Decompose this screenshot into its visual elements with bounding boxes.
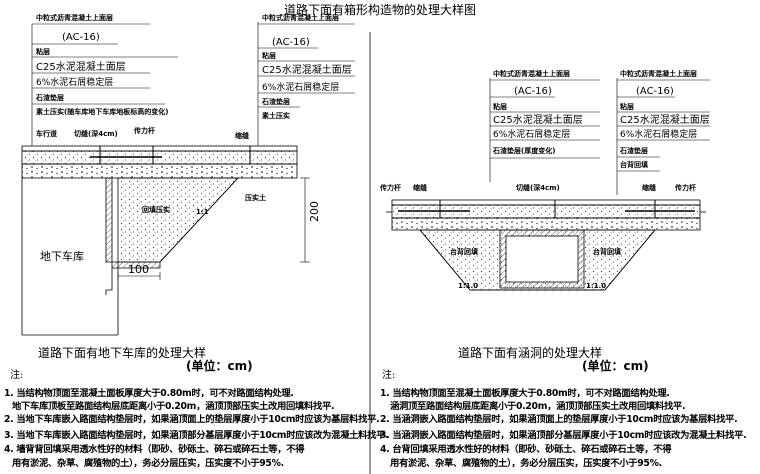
left-label-compact: 压实土 <box>245 193 266 202</box>
left-layer-2: (AC-16) <box>62 32 100 43</box>
right-label-cut: 切缝(深4cm) <box>516 183 560 192</box>
right-note-3: 2. 当涵洞嵌入路面结构垫层时，如果涵顶面上的垫层厚度小于10cm时应该为基层料… <box>380 414 738 425</box>
right-note-4: 3. 当涵洞嵌入路面结构垫层时，如果涵顶部分基层厚度小于10cm时应该改为混凝土… <box>380 430 747 441</box>
right-layer-2: (AC-16) <box>514 86 552 97</box>
right-label-dowel-left: 传力杆 <box>379 183 401 192</box>
left-r-layer-4: C25水泥混凝土面层 <box>262 63 352 76</box>
right-r-layer-3: 粘层 <box>620 102 634 111</box>
left-layer-5: 6%水泥石屑稳定层 <box>36 76 113 88</box>
right-r-layer-7: 台背回填 <box>620 160 648 169</box>
left-label-dowel: 传力杆 <box>133 126 155 135</box>
right-label-ratio-left: 1:1.0 <box>458 282 478 290</box>
left-r-layer-5: 6%水泥石屑稳定层 <box>262 81 339 93</box>
left-layer-6: 石渣垫层 <box>35 93 64 102</box>
left-label-joint: 缩缝 <box>235 131 249 140</box>
right-label-backfill-right: 台背回填 <box>593 247 621 256</box>
right-layer-1: 中粒式沥青混凝土上面层 <box>493 69 570 78</box>
drawing-title: 道路下面有箱形构造物的处理大样图 <box>283 3 476 17</box>
right-culvert-opening <box>505 235 579 283</box>
right-label-dowel-right: 传力杆 <box>674 183 696 192</box>
left-layer-1: 中粒式沥青混凝土上面层 <box>36 13 113 22</box>
left-detail: 中粒式沥青混凝土上面层 (AC-16) 粘层 C25水泥混凝土面层 6%水泥石屑… <box>21 13 355 336</box>
left-r-layer-7: 素土压实 <box>262 111 290 120</box>
left-note-4: 3. 当地下车库嵌入路面结构垫层时，如果涵顶部分基层厚度小于10cm时应该改为混… <box>4 430 389 441</box>
left-r-layer-1: 中粒式沥青混凝土上面层 <box>262 13 339 22</box>
left-caption: 道路下面有地下车库的处理大样 <box>38 346 207 360</box>
left-note-3: 2. 当地下车库嵌入路面结构垫层时，如果涵顶面上的垫层厚度小于10cm时应该为基… <box>4 414 380 425</box>
right-caption: 道路下面有涵洞的处理大样 <box>458 346 603 360</box>
left-base-layer <box>21 163 298 179</box>
left-label-cars: 车行道 <box>36 129 57 138</box>
right-r-layer-2: (AC-16) <box>636 86 674 97</box>
left-asphalt-layer <box>21 145 298 152</box>
right-layer-5: 6%水泥石屑稳定层 <box>493 128 570 140</box>
right-r-layer-5: 6%水泥石屑稳定层 <box>620 128 697 140</box>
left-layer-3: 粘层 <box>36 47 50 56</box>
left-notes-label: 注: <box>10 370 24 381</box>
left-note-1: 1. 当结构物顶面至混凝土面板厚度大于0.80m时，可不对路面结构处理. <box>4 388 294 399</box>
right-layer-4: C25水泥混凝土面层 <box>493 113 583 126</box>
right-detail: 中粒式沥青混凝土上面层 (AC-16) 粘层 C25水泥混凝土面层 6%水泥石屑… <box>379 69 710 291</box>
right-label-joint-right: 缩缝 <box>642 183 656 192</box>
left-r-layer-2: (AC-16) <box>272 37 310 48</box>
left-label-ratio: 1:1 <box>196 208 209 216</box>
left-unit: (单位：cm) <box>186 359 253 373</box>
left-layer-4: C25水泥混凝土面层 <box>36 60 126 73</box>
left-note-6: 用有淤泥、杂草、腐殖物的土），务必分层压实，压实度不小于95%. <box>12 458 284 469</box>
left-dim-200: 200 <box>308 201 321 222</box>
left-r-layer-3: 粘层 <box>262 51 276 60</box>
left-label-backfill: 回填压实 <box>142 205 170 214</box>
left-garage-wall <box>105 177 161 269</box>
right-unit: (单位：cm) <box>582 359 649 373</box>
left-note-5: 4. 墙背背回填采用透水性好的材料（即砂、砂砾土、碎石或碎石土等，不得 <box>4 444 305 455</box>
right-note-5: 4. 台背回填采用透水性好的材料（即砂、砂砾土、碎石或碎石土等，不得 <box>380 444 672 455</box>
right-note-2: 涵洞顶至路面结构层底距离小于0.20m，涵顶顶部压实土改用回填料找平. <box>390 401 686 412</box>
right-notes-label: 注: <box>382 370 396 381</box>
right-label-joint-left: 缩缝 <box>413 183 427 192</box>
left-note-2: 地下车库顶板至路面结构层底距离小于0.20m，涵顶顶部压实土改用回填料找平. <box>12 401 335 412</box>
left-label-cut: 切缝(深4cm) <box>74 129 118 138</box>
right-layer-3: 粘层 <box>493 102 507 111</box>
right-r-layer-6: 石渣垫层 <box>619 146 648 155</box>
right-asphalt-layer <box>391 199 701 206</box>
right-label-backfill-left: 台背回填 <box>450 247 478 256</box>
right-base-layer <box>391 217 701 231</box>
right-r-layer-1: 中粒式沥青混凝土上面层 <box>620 69 697 78</box>
left-slope-line <box>159 177 239 263</box>
left-label-garage: 地下车库 <box>40 249 84 263</box>
left-backfill-zone <box>117 177 239 263</box>
left-layer-7: 素土压实(随车库地下车库地板标高的变化) <box>36 107 168 116</box>
right-label-ratio-right: 1:1.0 <box>586 282 606 290</box>
left-dim-100: 100 <box>128 263 149 276</box>
right-layer-6: 石渣垫层(厚度变化) <box>492 146 555 155</box>
right-r-layer-4: C25水泥混凝土面层 <box>620 113 710 126</box>
left-r-layer-6: 石渣垫层 <box>261 97 290 106</box>
right-note-1: 1. 当结构物顶面至混凝土面板厚度大于0.80m时，可不对路面结构处理. <box>380 388 670 399</box>
right-note-6: 用有淤泥、杂草、腐殖物的土），务必分层压实，压实度不小于95%. <box>390 458 662 469</box>
